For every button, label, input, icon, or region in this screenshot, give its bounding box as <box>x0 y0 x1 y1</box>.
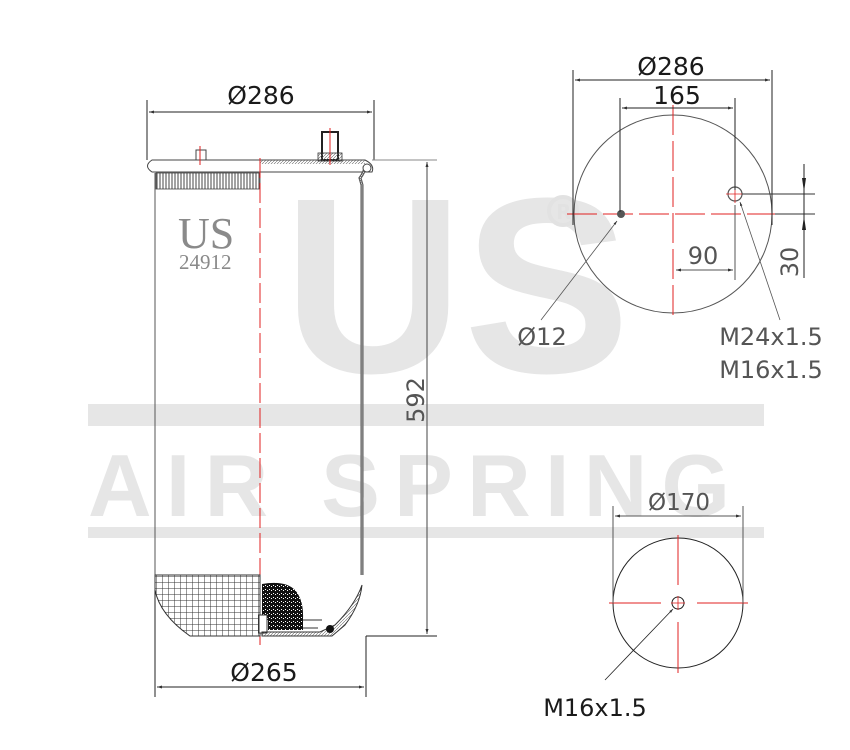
top-diameter-label: Ø286 <box>227 81 294 110</box>
top-plate-view: Ø286 165 90 30 Ø12 M24x1.5 M16x1.5 <box>517 52 823 384</box>
offset-y-label: 30 <box>776 247 804 278</box>
watermark-brand: US <box>283 146 630 425</box>
side-view: US 24912 Ø286 592 Ø265 <box>146 81 437 697</box>
registered-icon <box>547 195 579 227</box>
watermark: US R AIR SPRING <box>88 146 768 538</box>
piston-diameter-label: Ø170 <box>648 490 710 516</box>
watermark-bar-bottom <box>88 527 764 538</box>
port-thread-2-label: M16x1.5 <box>719 356 823 384</box>
bottom-diameter-label: Ø265 <box>230 658 297 687</box>
port-thread-1-label: M24x1.5 <box>719 323 823 351</box>
part-number: 24912 <box>179 250 232 274</box>
bottom-piston-view: Ø170 M16x1.5 <box>543 490 748 722</box>
piston-thread-label: M16x1.5 <box>543 694 647 722</box>
svg-text:R: R <box>556 200 571 224</box>
hole-diameter-label: Ø12 <box>517 323 566 351</box>
offset-x-label: 90 <box>688 242 719 270</box>
watermark-subtitle: AIR SPRING <box>88 436 768 535</box>
side-view-logo: US <box>178 209 234 258</box>
outer-diameter-label: Ø286 <box>637 52 704 81</box>
bolt-spacing-label: 165 <box>653 81 701 110</box>
height-label: 592 <box>402 377 430 423</box>
